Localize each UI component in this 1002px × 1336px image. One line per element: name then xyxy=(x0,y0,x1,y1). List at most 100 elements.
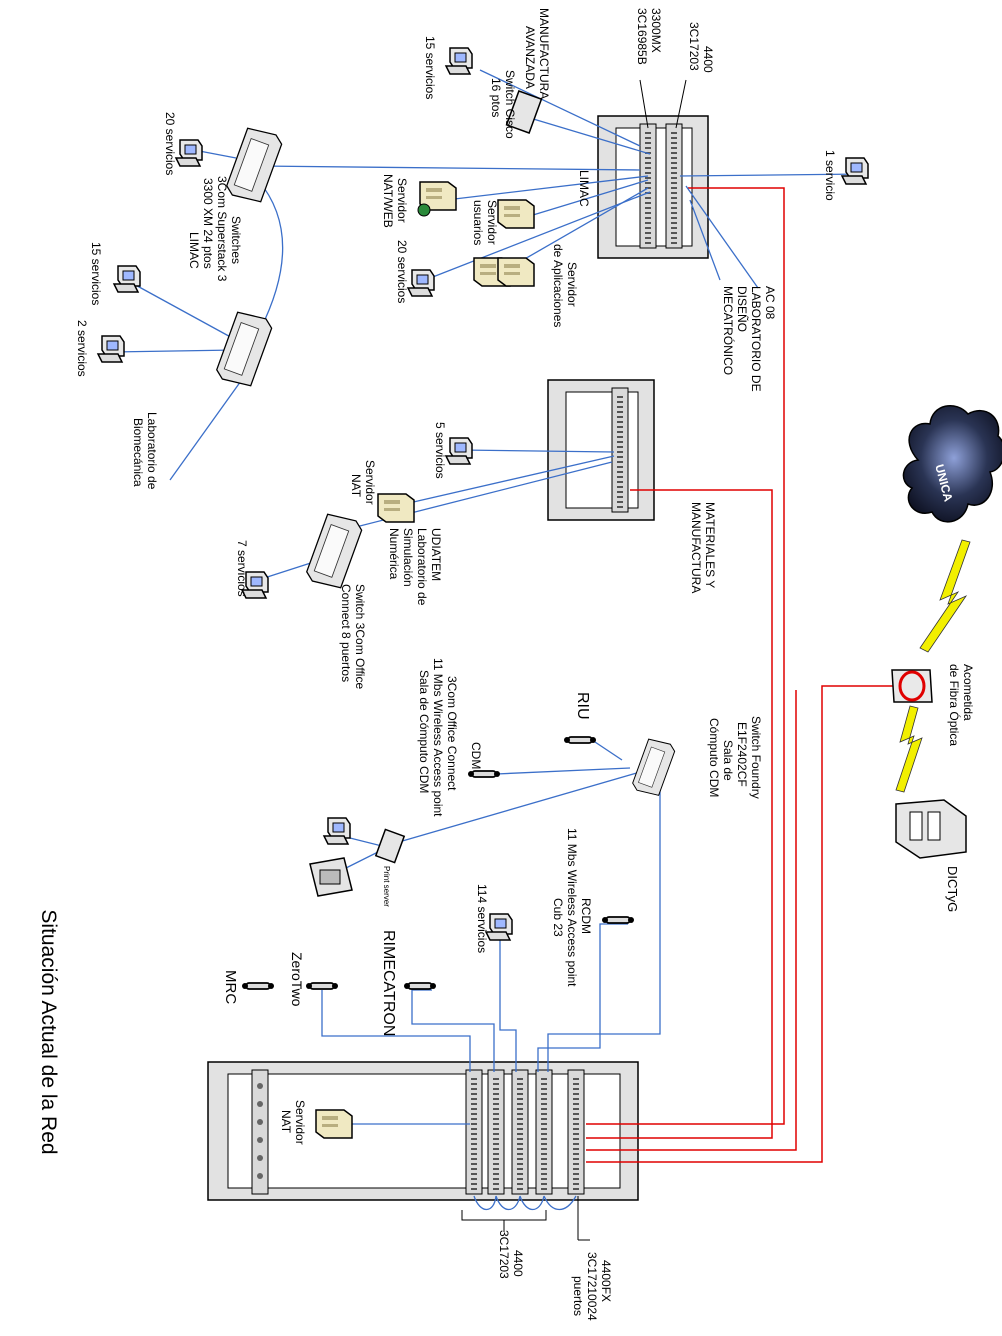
s114-label: 114 servicios xyxy=(475,884,489,953)
switch-foundry-icon xyxy=(630,736,677,799)
switch-office-connect-icon xyxy=(303,510,365,592)
cisco-label-2: 16 ptos xyxy=(489,78,503,117)
foundry-label-1: Switch Foundry xyxy=(749,716,763,799)
dictyg-switch-icon xyxy=(895,799,967,859)
switch-office8-label-1: Switch 3Com Office xyxy=(353,584,367,689)
switches-3com-label-4: LIMAC xyxy=(187,232,201,269)
serv-aplicaciones-label-1: Servidor xyxy=(565,262,579,307)
s7-label: 7 servicios xyxy=(235,540,249,597)
fiber-optic-icon xyxy=(891,669,933,703)
serv-usuarios-label-1: Servidor xyxy=(485,200,499,245)
switch-3com-limac-bottom-icon xyxy=(213,308,275,390)
wireless-cdm-label-2: 11 Mbs Wireless Access point xyxy=(431,658,445,817)
sw3300-top-label-1: 3300MX xyxy=(649,8,663,53)
udiatem-label-1: UDIATEM xyxy=(429,528,443,581)
server-nat-bottom-icon xyxy=(315,1109,353,1139)
serv-usuarios-label-2: usuarios xyxy=(471,200,485,245)
serv-natweb-label-1: Servidor xyxy=(395,178,409,223)
rcdm-label-3: Cub 23 xyxy=(551,898,565,937)
foundry-label-3: Sala de xyxy=(721,740,735,781)
ap-rimecatron-icon xyxy=(403,982,437,990)
rack-limac xyxy=(597,115,709,259)
diagram-title: Situación Actual de la Red xyxy=(37,909,60,1154)
wireless-links xyxy=(895,539,971,793)
print-server-icon xyxy=(374,828,406,864)
callouts xyxy=(461,79,687,1241)
ap-riu-icon xyxy=(563,736,597,744)
ap-mrc-icon xyxy=(241,982,275,990)
s5-label: 5 servicios xyxy=(433,422,447,479)
limac-top-label: LIMAC xyxy=(577,170,591,207)
pc-print-icon xyxy=(323,817,351,845)
zerotwo-label: ZeroTwo xyxy=(289,952,305,1007)
switch-3com-limac-top-icon xyxy=(223,124,285,206)
foundry-label-2: E1F2402CF xyxy=(735,722,749,787)
ac08-label-3: DISEÑO xyxy=(735,286,749,332)
wireless-cdm-label-1: 3Com Office Connect xyxy=(445,676,459,791)
sw4400fx-label-3: puertos xyxy=(571,1276,585,1316)
pc-2-icon xyxy=(97,335,125,363)
mrc-label: MRC xyxy=(222,970,239,1004)
switches-3com-label-1: Switches xyxy=(229,216,243,264)
pc-20-limac-icon xyxy=(407,269,435,297)
ap-rcdm-icon xyxy=(601,916,635,924)
materiales-label-1: MATERIALES Y xyxy=(703,502,717,588)
pc-1-icon xyxy=(841,157,869,185)
s2-label: 2 servicios xyxy=(75,320,89,377)
ac08-label-2: LABORATORIO DE xyxy=(749,286,763,392)
serv-nat-bottom-label-2: NAT xyxy=(279,1110,293,1134)
rack-cdm xyxy=(207,1061,639,1201)
pc-15-left-icon xyxy=(113,265,141,293)
riu-label: RIU xyxy=(574,692,591,720)
fiber-label-1: Acometida xyxy=(961,664,975,721)
switch-office8-label-2: Connect 8 puertos xyxy=(339,584,353,682)
cloud-unica xyxy=(902,404,1002,523)
rimecatron-label: RIMECATRON xyxy=(380,930,397,1036)
serv-aplicaciones-label-2: de Aplicaciones xyxy=(551,244,565,327)
s1-label: 1 servicio xyxy=(823,150,837,201)
ethernet-links xyxy=(111,69,865,1211)
wireless-cdm-label-3: Sala de Cómputo CDM xyxy=(417,670,431,793)
sw4400-top-label-2: 3C17203 xyxy=(687,22,701,71)
s15-top-label: 15 servicios xyxy=(423,36,437,99)
s20-limac-label: 20 servicios xyxy=(395,240,409,303)
foundry-label-4: Cómputo CDM xyxy=(707,718,721,797)
cisco-label-1: Switch Cisco xyxy=(503,70,517,139)
switches-3com-label-3: 3300 XM 24 ptos xyxy=(201,178,215,269)
fiber-label-2: de Fibra Óptica xyxy=(947,664,962,746)
pc-20-left-icon xyxy=(175,139,203,167)
cisco-switch-icon xyxy=(505,90,543,134)
manuf-avanzada-label-2: AVANZADA xyxy=(523,26,537,89)
ac08-label-4: MECATRÓNICO xyxy=(721,286,736,375)
pc-15-top-icon xyxy=(445,47,473,75)
sw4400-bottom-label-1: 4400 xyxy=(511,1250,525,1277)
udiatem-label-4: Numérica xyxy=(387,528,401,580)
sw4400-bottom-label-2: 3C17203 xyxy=(497,1230,511,1279)
udiatem-label-3: Simulación xyxy=(401,528,415,587)
sw4400fx-label-1: 4400FX xyxy=(599,1260,613,1302)
materiales-label-2: MANUFACTURA xyxy=(689,502,703,593)
fiber-links xyxy=(586,187,900,1163)
serv-natweb-label-2: NAT/WEB xyxy=(381,174,395,228)
rack-materiales xyxy=(547,379,655,521)
dictyg-label: DICTyG xyxy=(945,866,960,912)
cdm-label: CDM xyxy=(469,742,483,769)
ac08-label-1: AC 08 xyxy=(763,286,777,320)
serv-nat-bottom-label-1: Servidor xyxy=(293,1100,307,1145)
manuf-avanzada-label-1: MANUFACTURA xyxy=(537,8,551,99)
serv-nat-mid-label-1: Servidor xyxy=(363,460,377,505)
server-nat-mid-icon xyxy=(377,493,415,523)
server-usuarios-icon xyxy=(497,199,535,229)
sw4400fx-label-2: 3C17210024 xyxy=(585,1252,599,1321)
biomecanica-label-2: Biomecánica xyxy=(131,418,145,487)
server-aplicaciones-2-icon xyxy=(497,257,535,287)
biomecanica-label-1: Laboratorio de xyxy=(145,412,159,490)
sw4400-top-label-1: 4400 xyxy=(701,46,715,73)
ap-cdm-icon xyxy=(467,770,501,778)
print-server-label: Print server xyxy=(382,866,391,907)
sw3300-top-label-2: 3C16985B xyxy=(635,8,649,65)
s20-left-label: 20 servicios xyxy=(163,112,177,175)
s15-left-label: 15 servicios xyxy=(89,242,103,305)
rcdm-label-1: RCDM xyxy=(579,898,593,934)
